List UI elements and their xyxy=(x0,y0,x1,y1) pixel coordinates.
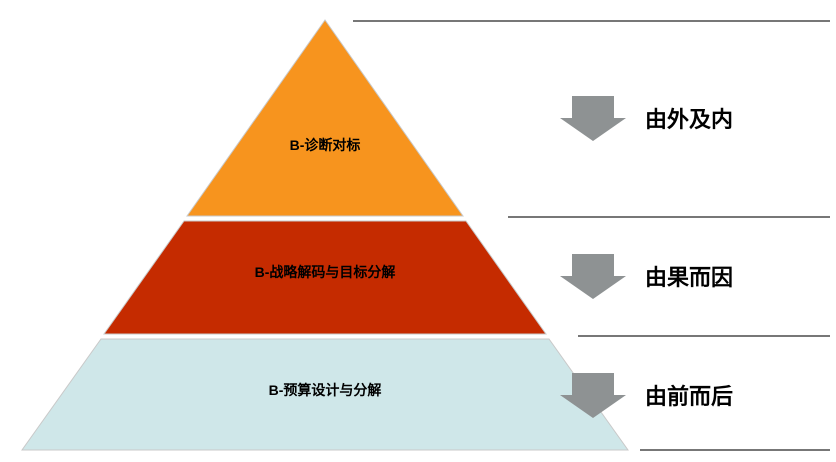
annotation-label-3: 由前而后 xyxy=(645,384,733,409)
pyramid-layer-middle xyxy=(103,220,547,335)
pyramid-layer-bottom-label: B-预算设计与分解 xyxy=(269,382,382,398)
down-arrow-icon-1 xyxy=(560,96,626,141)
pyramid-layer-top-label: B-诊断对标 xyxy=(290,137,361,153)
annotation-label-1: 由外及内 xyxy=(645,107,733,132)
pyramid-layer-top xyxy=(186,19,464,217)
annotation-label-2: 由果而因 xyxy=(645,265,733,290)
down-arrow-icon-3 xyxy=(560,373,626,418)
pyramid-layer-bottom xyxy=(21,338,629,451)
down-arrow-icon-2 xyxy=(560,254,626,299)
pyramid-layer-middle-label: B-战略解码与目标分解 xyxy=(255,264,396,280)
